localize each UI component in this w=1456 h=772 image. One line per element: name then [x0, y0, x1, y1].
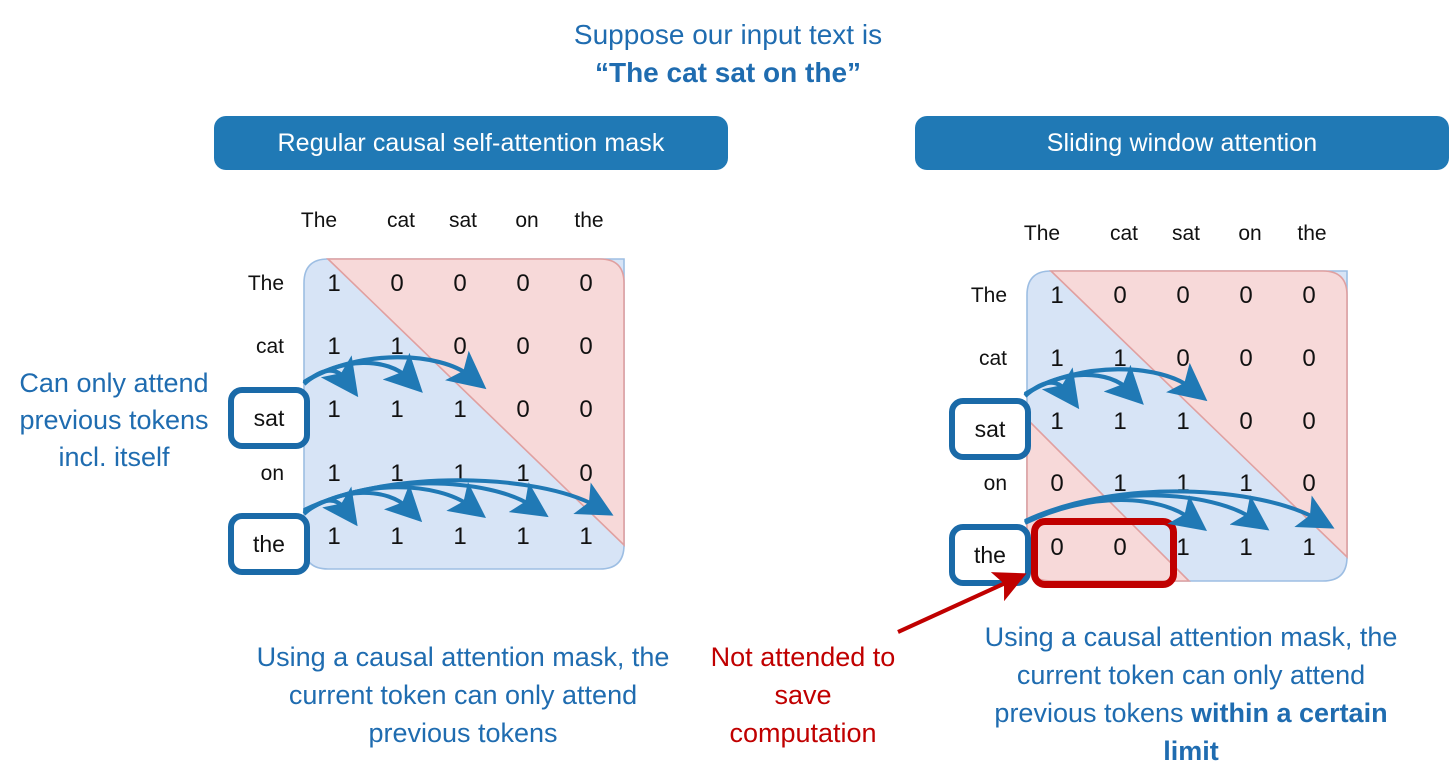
right-cell-4-1: 0 [1113, 534, 1127, 561]
page-title: Suppose our input text is “The cat sat o… [0, 16, 1456, 92]
red-arrow-line [897, 572, 1027, 634]
banner-regular-causal-mask: Regular causal self-attention mask [214, 116, 728, 170]
left-cell-2-1: 1 [390, 396, 404, 423]
arrow-the-to-the [1024, 489, 1335, 529]
right-cell-2-2: 1 [1176, 408, 1190, 435]
left-col-header-1: cat [386, 209, 415, 232]
right-cell-2-0: 1 [1050, 408, 1064, 435]
left-cell-2-3: 0 [516, 396, 530, 423]
left-arrows-from-the [302, 478, 614, 527]
right-cell-2-1: 1 [1113, 408, 1127, 435]
title-line-1: Suppose our input text is [573, 19, 883, 50]
left-cell-3-3: 1 [516, 460, 530, 487]
left-cell-1-0: 1 [327, 333, 341, 360]
right-cell-3-4: 0 [1302, 470, 1316, 497]
arrow-sat-to-sat [1023, 362, 1208, 402]
red-pointer-arrow [897, 572, 1027, 634]
caption-not-attended: Not attended to save computation [710, 642, 896, 748]
right-cell-3-0: 0 [1050, 470, 1064, 497]
left-cell-1-4: 0 [579, 333, 593, 360]
left-cell-0-4: 0 [579, 270, 593, 297]
right-arrows-from-sat [1023, 362, 1208, 410]
right-cell-4-3: 1 [1239, 534, 1253, 561]
left-token-pill-sat[interactable]: sat [228, 387, 310, 449]
right-arrows-from-the [1024, 489, 1335, 531]
left-cell-0-0: 1 [327, 270, 341, 297]
left-row-header-3: on [260, 462, 284, 485]
right-cell-2-4: 0 [1302, 408, 1316, 435]
caption-right-bottom: Using a causal attention mask, the curre… [976, 618, 1406, 770]
left-col-header-3: on [515, 209, 539, 232]
right-col-header-4: the [1297, 222, 1327, 245]
left-cell-0-2: 0 [453, 270, 467, 297]
right-cell-1-4: 0 [1302, 345, 1316, 372]
right-row-header-3: on [983, 472, 1007, 495]
left-token-pill-the[interactable]: the [228, 513, 310, 575]
left-cell-3-1: 1 [390, 460, 404, 487]
left-cell-3-0: 1 [327, 460, 341, 487]
not-attended-highlight-box [1031, 518, 1177, 588]
left-cell-0-1: 0 [390, 270, 404, 297]
left-cell-4-1: 1 [390, 523, 404, 550]
left-cell-1-3: 0 [516, 333, 530, 360]
right-row-header-0: The [970, 284, 1007, 307]
right-cell-1-3: 0 [1239, 345, 1253, 372]
right-col-header-3: on [1238, 222, 1262, 245]
right-cell-3-3: 1 [1239, 470, 1253, 497]
caption-right-bottom-normal: Using a causal attention mask, the curre… [984, 622, 1398, 728]
left-col-header-4: the [574, 209, 604, 232]
left-cell-0-3: 0 [516, 270, 530, 297]
caption-left-bottom: Using a causal attention mask, the curre… [256, 642, 670, 748]
left-col-header-2: sat [448, 209, 477, 232]
masked-region [326, 258, 625, 547]
masked-region-upper [1049, 270, 1348, 559]
caption-left-side: Can only attend previous tokens incl. it… [19, 368, 209, 472]
right-cell-4-4: 1 [1302, 534, 1316, 561]
right-cell-1-0: 1 [1050, 345, 1064, 372]
left-row-header-0: The [247, 272, 284, 295]
arrow-the-to-the-4 [303, 478, 614, 516]
left-cell-2-2: 1 [453, 396, 467, 423]
right-cell-0-3: 0 [1239, 282, 1253, 309]
left-cell-4-2: 1 [453, 523, 467, 550]
right-cell-2-3: 0 [1239, 408, 1253, 435]
left-cell-3-4: 0 [579, 460, 593, 487]
right-cell-0-1: 0 [1113, 282, 1127, 309]
right-cell-0-0: 1 [1050, 282, 1064, 309]
left-arrows-from-sat [302, 350, 487, 398]
arrow-sat-to-sat [302, 350, 487, 390]
right-cell-4-2: 1 [1176, 534, 1190, 561]
left-cell-4-4: 1 [579, 523, 593, 550]
left-col-header-0: The [300, 209, 338, 232]
left-cell-2-0: 1 [327, 396, 341, 423]
right-row-header-1: cat [978, 347, 1007, 370]
left-cell-4-3: 1 [516, 523, 530, 550]
banner-sliding-window-attention: Sliding window attention [915, 116, 1449, 170]
left-cell-2-4: 0 [579, 396, 593, 423]
right-cell-4-0: 0 [1050, 534, 1064, 561]
right-col-header-2: sat [1171, 222, 1200, 245]
right-col-header-0: The [1023, 222, 1061, 245]
caption-right-bottom-bold: within a certain limit [1163, 698, 1388, 766]
right-cell-3-1: 1 [1113, 470, 1127, 497]
title-line-2: “The cat sat on the” [594, 57, 862, 88]
right-cell-0-2: 0 [1176, 282, 1190, 309]
right-token-pill-sat[interactable]: sat [949, 398, 1031, 460]
left-cell-4-0: 1 [327, 523, 341, 550]
right-cell-0-4: 0 [1302, 282, 1316, 309]
left-row-header-1: cat [255, 335, 284, 358]
right-col-header-1: cat [1109, 222, 1138, 245]
